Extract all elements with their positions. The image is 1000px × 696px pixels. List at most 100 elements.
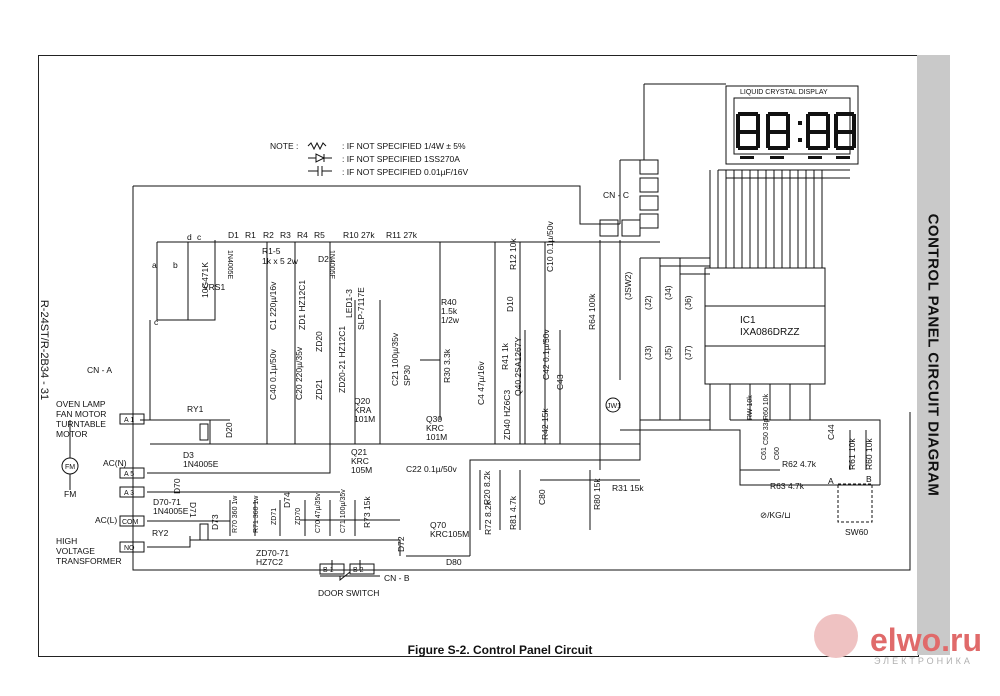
r10-label: R10 27k: [343, 230, 375, 240]
r72-label: R72 8.2k: [483, 500, 493, 535]
j2-label: (J2): [643, 295, 653, 310]
q21-label: Q21: [351, 447, 367, 457]
connector-b2: [349, 563, 375, 575]
d71-label: D71: [188, 502, 198, 518]
a5-label: A 5: [124, 471, 134, 478]
r31-label: R31 15k: [612, 483, 644, 493]
c70-label: C70 47µ/35v: [315, 493, 322, 533]
d74-label: D74: [282, 492, 292, 508]
hvt-label-1: HIGH: [56, 536, 77, 546]
c44-label: C44: [826, 424, 836, 440]
lcd-digit-4: [834, 112, 856, 150]
door-switch-label: DOOR SWITCH: [318, 588, 379, 598]
note-line-1: : IF NOT SPECIFIED 1/4W ± 5%: [342, 141, 466, 151]
c20-label: C20 220µ/35v: [294, 346, 304, 400]
d3-label: D3: [183, 450, 194, 460]
vrs1-part-label: 10G471K: [200, 262, 210, 298]
com-label: COM: [122, 519, 139, 526]
r61-label: R61 10k: [847, 438, 857, 470]
sw-b-label: B: [866, 474, 872, 484]
d3-part: 1N4005E: [183, 459, 219, 469]
cn-b-label: CN - B: [384, 573, 410, 583]
r20-label: R20 8.2k: [482, 470, 492, 505]
diagram-frame: [38, 55, 919, 657]
led-label: LED1-3: [344, 289, 354, 318]
connector-b1: [319, 563, 345, 575]
r63-label: R63 4.7k: [770, 481, 805, 491]
r1-label: R1: [245, 230, 256, 240]
d7071-label: D70-71: [153, 497, 181, 507]
d2-label: D2: [318, 254, 329, 264]
r60-label: R60 10k: [763, 393, 770, 420]
q70-part: KRC105M: [430, 529, 469, 539]
ic1-part: IXA086DRZZ: [740, 327, 799, 338]
r71-label: R71 360 1w: [253, 495, 260, 533]
zd20-label: ZD20: [314, 331, 324, 352]
c80-label: C80: [537, 489, 547, 505]
resistor-symbol-note: [307, 141, 327, 151]
q20-part: KRA: [354, 405, 372, 415]
c60-label: C60: [774, 447, 781, 460]
r40-wattage: 1/2w: [441, 315, 460, 325]
hvt-label-3: TRANSFORMER: [56, 556, 122, 566]
note-heading: NOTE :: [270, 141, 299, 151]
ic1-body: [704, 267, 826, 385]
lcd-digit-1: [736, 112, 760, 150]
r5-label: R5: [314, 230, 325, 240]
j4-label: (J4): [663, 285, 673, 300]
d70-label: D70: [172, 478, 182, 494]
motor-label: MOTOR: [56, 429, 87, 439]
connector-a5: [119, 467, 145, 479]
connector-a3: [119, 486, 145, 498]
r40-label: R40: [441, 297, 457, 307]
r40-value: 1.5k: [441, 306, 458, 316]
a3-label: A 3: [124, 490, 134, 497]
q21-part: KRC: [351, 456, 369, 466]
cn-c-pin-b: [621, 219, 641, 237]
q20-value: 101M: [354, 414, 375, 424]
j3-label: (J3): [643, 345, 653, 360]
b1-label: B 1: [323, 567, 334, 574]
r3-label: R3: [280, 230, 291, 240]
kg-symbol: ⊘/KG/⊔: [760, 510, 791, 520]
c42-label: C42 0.1µ/50v: [541, 329, 551, 380]
r11-label: R11 27k: [386, 230, 418, 240]
c40-label: C40 0.1µ/50v: [268, 349, 278, 400]
sw60-box: [837, 483, 873, 523]
lcd-frame: [725, 85, 859, 165]
r4-label: R4: [297, 230, 308, 240]
r30-label: R30 3.3k: [442, 348, 452, 383]
r41-label: R41 1k: [500, 342, 510, 370]
vrs1-label: VRS1: [203, 282, 225, 292]
turntable-label: TURNTABLE: [56, 419, 106, 429]
sw60-label: SW60: [845, 527, 868, 537]
q30-part: KRC: [426, 423, 444, 433]
r15-label: R1-5: [262, 246, 281, 256]
d72-label: D72: [396, 536, 406, 552]
fm-label: FM: [64, 489, 76, 499]
switch-b-label: b: [173, 260, 178, 270]
d2-part-label: 1N4005E: [328, 250, 335, 280]
switch-c-label: c: [154, 317, 159, 327]
sw-a-label: A: [828, 476, 834, 486]
zd1-label: ZD1 HZ12C1: [297, 280, 307, 330]
r73-label: R73 15k: [362, 496, 372, 528]
c43-label: C43: [555, 374, 565, 390]
q30-label: Q30: [426, 414, 442, 424]
c22-label: C22 0.1µ/50v: [406, 464, 457, 474]
switch-d-label: d: [187, 232, 192, 242]
c10-label: C10 0.1µ/50v: [545, 221, 555, 272]
jw1-label: JW1: [607, 403, 621, 410]
r64-label: R64 100k: [587, 293, 597, 330]
zd7071-label: ZD70-71: [256, 548, 289, 558]
q70-label: Q70: [430, 520, 446, 530]
lcd-digit-3: [806, 112, 830, 150]
zd7071-part: HZ7C2: [256, 557, 283, 567]
connector-com: [119, 515, 145, 527]
watermark-subtitle: ЭЛЕКТРОНИКА: [874, 656, 973, 666]
cn-c-pin-a: [599, 219, 619, 237]
ic1-name: IC1: [740, 315, 756, 326]
jsw2-label: (JSW2): [623, 272, 633, 301]
j6-label: (J6): [683, 295, 693, 310]
